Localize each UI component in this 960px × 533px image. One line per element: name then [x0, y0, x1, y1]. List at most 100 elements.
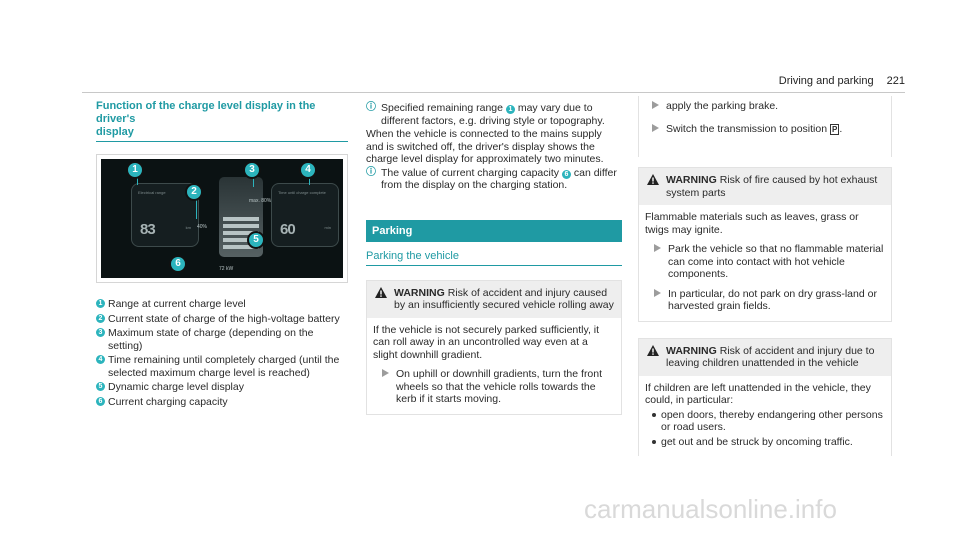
step-text: On uphill or downhill gradients, turn th…: [396, 368, 603, 405]
legend-text: Current charging capacity: [108, 395, 228, 408]
instruction-step: Switch the transmission to position P.: [643, 123, 887, 136]
range-panel-value: 83: [140, 220, 156, 238]
page-number: 221: [886, 75, 905, 87]
instruction-steps: apply the parking brake. Switch the tran…: [638, 96, 892, 157]
legend-item: 3 Maximum state of charge (depending on …: [96, 327, 348, 352]
step-text: In particular, do not park on dry grass-…: [668, 287, 877, 313]
leader-line: [253, 177, 254, 187]
gauge-segment: [223, 224, 259, 228]
parking-heading: Parking: [366, 219, 622, 242]
bullet-dot: [652, 412, 656, 417]
header-divider: [82, 92, 905, 93]
warning-body: If the vehicle is not securely parked su…: [367, 318, 621, 414]
leader-line: [196, 199, 197, 219]
legend-number-badge: 5: [96, 382, 105, 391]
gauge-segment: [223, 231, 259, 235]
left-column: Function of the charge level display in …: [96, 100, 348, 410]
legend-number-badge: 2: [96, 313, 105, 323]
warning-label: WARNING: [666, 174, 717, 186]
info-icon: ⓘ: [366, 102, 376, 113]
driver-display-image: Electrical range 83 km 40% max. 80% 72 k…: [101, 159, 343, 278]
step-arrow-icon: [382, 369, 389, 377]
bullet-text: open doors, thereby endangering other pe…: [661, 408, 883, 434]
warning-triangle-icon: [647, 344, 659, 356]
gauge-segment: [223, 238, 259, 242]
warning-body: Flammable materials such as leaves, gras…: [639, 205, 891, 321]
legend-number-badge: 6: [96, 396, 105, 406]
warning-title: Risk of fire caused by hot exhaust syste…: [666, 174, 878, 199]
instruction-step: Park the vehicle so that no flammable ma…: [645, 243, 885, 281]
leader-line: [137, 177, 138, 185]
parking-subheading: Parking the vehicle: [366, 250, 459, 262]
step-arrow-icon: [652, 101, 659, 109]
legend-item: 5 Dynamic charge level display: [96, 381, 348, 394]
leader-line: [309, 177, 310, 185]
time-panel-value: 60: [280, 220, 296, 238]
gauge-max-label: max. 80%: [249, 198, 272, 204]
legend-number-badge: 3: [96, 328, 105, 337]
warning-text: If children are left unattended in the v…: [645, 381, 871, 407]
inline-number-badge: 6: [561, 169, 571, 179]
section-title: Function of the charge level display in …: [96, 100, 348, 139]
legend-text: Dynamic charge level display: [108, 381, 244, 393]
warning-label: WARNING: [394, 286, 445, 299]
gauge-segment: [223, 245, 259, 249]
step-text: Switch the transmission to position: [666, 122, 830, 135]
header-section: Driving and parking: [778, 75, 874, 87]
legend-number-badge: 4: [96, 355, 105, 364]
middle-column: ⓘ Specified remaining range 1 may vary d…: [366, 102, 622, 415]
body-paragraph: When the vehicle is connected to the mai…: [366, 128, 604, 165]
page-header: Driving and parking 221: [779, 75, 905, 88]
callout-marker-4: 4: [299, 161, 317, 179]
bullet-dot: [652, 439, 656, 444]
info-note: ⓘ The value of current charging capacity…: [366, 167, 622, 192]
range-panel-label: Electrical range: [138, 190, 166, 195]
legend-text: Time remaining until completely charged …: [108, 354, 340, 379]
note-text: The value of current charging capacity: [381, 166, 562, 179]
legend-item: 6 Current charging capacity: [96, 396, 348, 409]
inline-number-badge: 1: [505, 105, 515, 114]
instruction-step: In particular, do not park on dry grass-…: [645, 288, 885, 313]
section-title-line2: display: [96, 126, 134, 138]
legend-item: 4 Time remaining until completely charge…: [96, 354, 348, 379]
range-panel-unit: km: [185, 224, 191, 230]
right-column: apply the parking brake. Switch the tran…: [638, 96, 892, 457]
warning-title: Risk of accident and injury caused by an…: [394, 286, 614, 312]
warning-title: Risk of accident and injury due to leavi…: [666, 344, 875, 370]
instruction-step: On uphill or downhill gradients, turn th…: [373, 368, 615, 406]
charge-display-figure: Electrical range 83 km 40% max. 80% 72 k…: [96, 154, 348, 283]
step-arrow-icon: [654, 288, 661, 297]
step-text: .: [839, 122, 843, 135]
warning-triangle-icon: [375, 286, 387, 298]
callout-marker-2: 2: [185, 183, 203, 201]
legend-number-badge: 1: [96, 299, 105, 308]
callout-marker-1: 1: [126, 161, 144, 179]
step-arrow-icon: [654, 244, 661, 252]
step-text: apply the parking brake.: [666, 100, 779, 112]
legend-text: Current state of charge of the high-volt…: [108, 312, 340, 325]
legend-item: 1 Range at current charge level: [96, 298, 348, 311]
callout-marker-3: 3: [243, 161, 261, 179]
time-panel-unit: min: [324, 224, 331, 230]
bullet-text: get out and be struck by oncoming traffi…: [661, 435, 853, 448]
figure-legend: 1 Range at current charge level 2 Curren…: [96, 298, 348, 408]
warning-triangle-icon: [647, 174, 659, 185]
time-remaining-panel: Time until charge complete 60 min: [271, 183, 339, 247]
gauge-segment: [223, 217, 259, 221]
note-text: can differ from the display on the charg…: [381, 166, 617, 192]
warning-body: If children are left unattended in the v…: [639, 376, 891, 457]
info-note: ⓘ Specified remaining range 1 may vary d…: [366, 102, 622, 127]
subheading-rule: [366, 264, 622, 266]
callout-marker-5: 5: [247, 231, 265, 249]
time-panel-label: Time until charge complete: [278, 190, 326, 195]
instruction-step: apply the parking brake.: [643, 100, 887, 113]
warning-label: WARNING: [666, 344, 717, 357]
section-title-line1: Function of the charge level display in …: [96, 100, 316, 125]
bullet-item: get out and be struck by oncoming traffi…: [645, 436, 885, 449]
